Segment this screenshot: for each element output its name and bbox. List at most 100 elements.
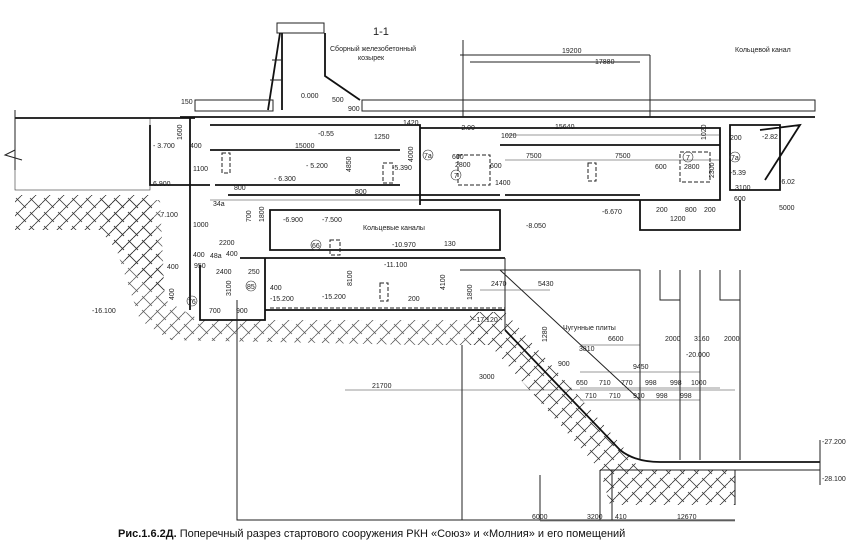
elevation-mark: -28.100 [822, 476, 846, 483]
room-number: 7 [454, 173, 458, 180]
dimension-label: 1800 [467, 284, 474, 300]
dimension-label: 3810 [579, 346, 595, 353]
elevation-mark: -6.900 [283, 217, 303, 224]
elevation-mark: -5.39 [730, 170, 746, 177]
dimension-label: 650 [576, 380, 588, 387]
dimension-label: 21700 [372, 383, 392, 390]
elevation-mark: -11.100 [384, 262, 407, 269]
dimension-label: 998 [680, 393, 692, 400]
elevation-mark: - 6.300 [274, 176, 296, 183]
soil-hatching [14, 117, 735, 505]
elevation-mark: -27.200 [822, 439, 846, 446]
dimension-label: 910 [633, 393, 645, 400]
dimension-label: 1000 [691, 380, 707, 387]
room-number: 34a [213, 201, 225, 208]
elevation-mark: -6.670 [602, 209, 622, 216]
section-label: 1-1 [373, 26, 389, 38]
dimension-label: 998 [645, 380, 657, 387]
dimension-label: 3100 [226, 280, 233, 296]
dimension-label: 1100 [193, 166, 208, 173]
elevation-mark: - 5.200 [306, 163, 328, 170]
elevation-mark: -6.02 [779, 179, 795, 186]
dimension-label: 19200 [562, 48, 582, 55]
dimension-label: 800 [355, 189, 367, 196]
dimension-label: 150 [181, 99, 193, 106]
dimension-label: 2000 [724, 336, 740, 343]
dimension-label: 6000 [532, 514, 548, 521]
dimension-label: 710 [609, 393, 621, 400]
dimension-label: 950 [194, 263, 206, 270]
dimension-label: 3160 [694, 336, 710, 343]
dimension-label: 2200 [219, 240, 235, 247]
dimension-label: 3200 [587, 514, 603, 521]
dimension-label: 1800 [259, 206, 266, 222]
dimension-label: 2300 [709, 162, 716, 178]
dimension-label: 200 [730, 135, 742, 142]
callout-ring-channel: Кольцевой канал [735, 46, 791, 54]
dimension-label: 770 [621, 380, 633, 387]
dimension-label: 600 [452, 154, 464, 161]
elevation-mark: -7.500 [322, 217, 342, 224]
dimension-label: 250 [248, 269, 260, 276]
hidden-openings [221, 151, 711, 309]
dimension-label: 710 [585, 393, 597, 400]
railing-right [361, 99, 816, 112]
dimension-label: 17880 [595, 59, 615, 66]
dimension-label: 1600 [177, 124, 184, 140]
elevation-mark: -7.100 [158, 212, 178, 219]
railing-left [194, 99, 274, 112]
dimension-label: 5000 [779, 205, 795, 212]
dimension-label: 600 [490, 163, 502, 170]
dimension-label: 600 [655, 164, 667, 171]
dimension-label: 900 [558, 361, 570, 368]
dimension-label: 6600 [608, 336, 624, 343]
dimension-label: 2470 [491, 281, 507, 288]
dimension-label: 15000 [295, 143, 315, 150]
elevation-mark: -10.970 [392, 242, 416, 249]
dimension-label: 400 [270, 285, 282, 292]
dimension-label: 400 [190, 143, 202, 150]
dimension-label: 400 [167, 264, 179, 271]
elevation-mark: -15.200 [270, 296, 294, 303]
dimension-label: 15640 [555, 124, 575, 131]
dimension-label: 7500 [526, 153, 542, 160]
dimension-label: 200 [408, 296, 420, 303]
dimension-label: 900 [236, 308, 248, 315]
dimension-label: 4100 [440, 274, 447, 290]
room-number: 76 [188, 299, 196, 306]
elevation-mark: -0.55 [318, 131, 334, 138]
room-number: 66 [312, 243, 320, 250]
elevation-mark: 6.900 [153, 181, 171, 188]
dimension-label: 400 [169, 288, 176, 300]
dimension-label: 1020 [501, 133, 517, 140]
dimension-label: 3000 [479, 374, 495, 381]
dimension-label: 4850 [346, 156, 353, 172]
elevation-mark: 0.000 [301, 93, 319, 100]
dimension-label: 800 [234, 185, 246, 192]
dimension-label: 998 [656, 393, 668, 400]
dimension-label: 200 [704, 207, 716, 214]
callout-ring-channels: Кольцевые каналы [363, 225, 425, 232]
elevation-mark: -8.050 [526, 223, 546, 230]
callout-canopy-2: козырек [358, 55, 385, 62]
room-number: 7 [686, 155, 690, 162]
dimension-label: 1200 [670, 216, 686, 223]
room-number: 7a [731, 155, 739, 162]
figure-caption: Рис.1.6.2Д. Поперечный разрез стартового… [118, 528, 625, 540]
dimension-label: 2000 [665, 336, 681, 343]
dimension-label: 7500 [615, 153, 631, 160]
elevation-mark: -16.100 [92, 308, 116, 315]
canopy-tower [267, 22, 361, 111]
dimension-label: 800 [685, 207, 697, 214]
room-number: 7a [424, 153, 432, 160]
dimension-label: 410 [615, 514, 627, 521]
dimension-label: 2400 [216, 269, 232, 276]
dimension-label: 1250 [374, 134, 390, 141]
elevation-mark: - 3.700 [153, 143, 175, 150]
dimension-label: 4000 [408, 146, 415, 162]
dimension-label: 900 [348, 106, 360, 113]
dimension-label: 3100 [735, 185, 751, 192]
room-numbers: 7a 7 7 7a 34a 66 48a 85 76 [186, 149, 741, 307]
room-number: 85 [247, 284, 255, 291]
dimension-label: 700 [246, 210, 253, 222]
